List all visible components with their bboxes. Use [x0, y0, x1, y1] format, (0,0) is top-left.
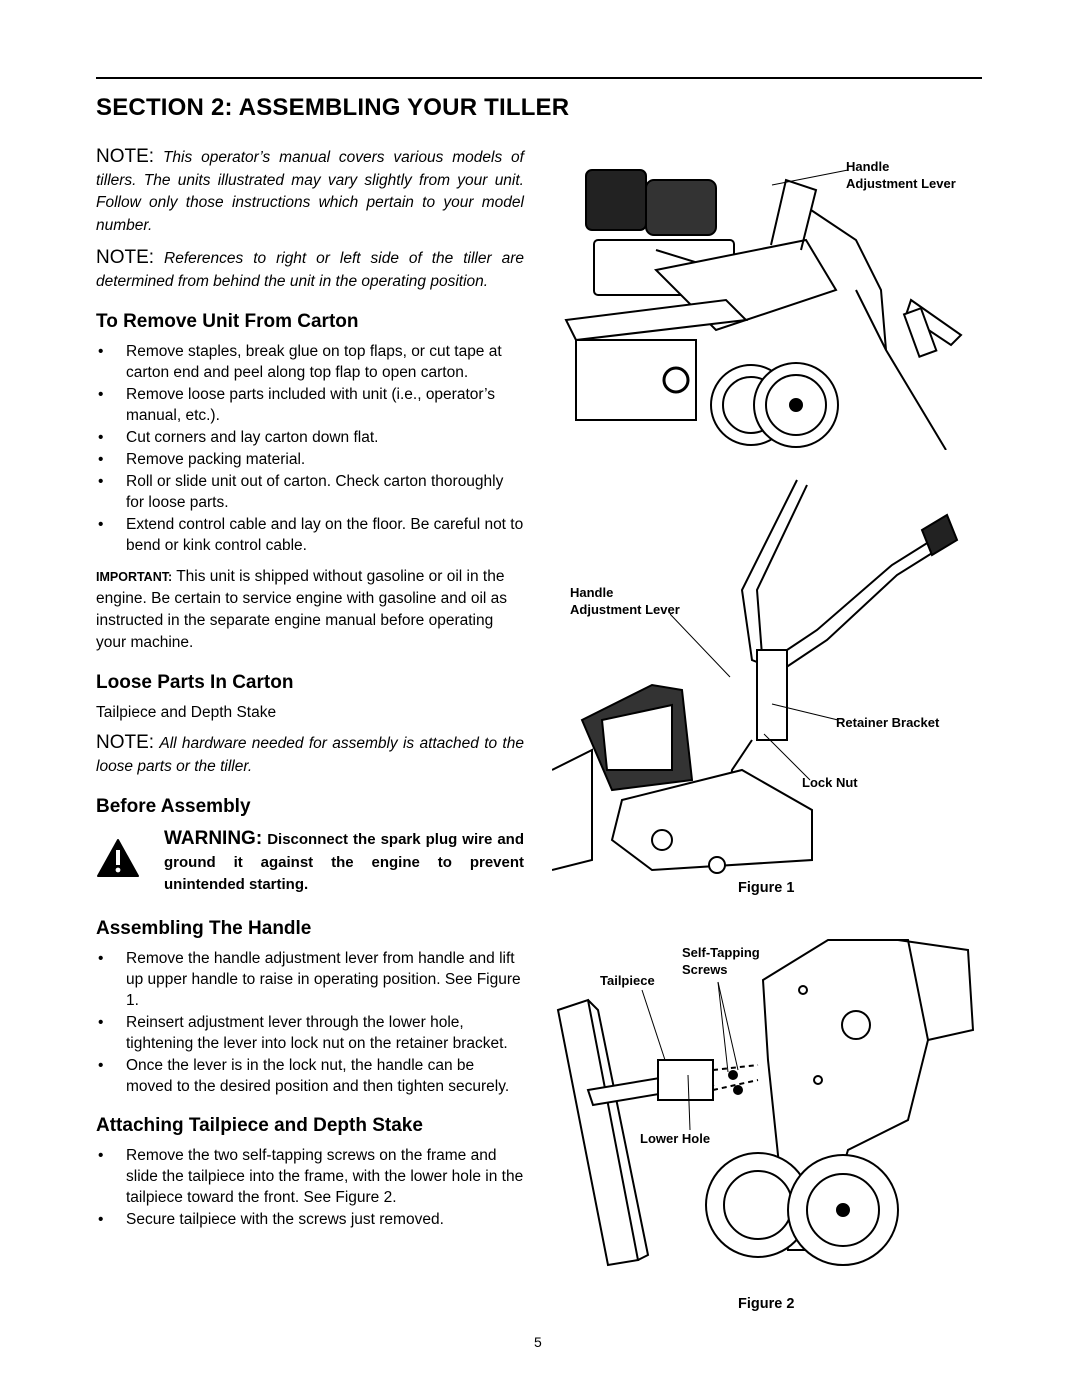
- figure2-caption: Figure 2: [738, 1296, 795, 1312]
- figure1-tiller-handle-illustration: [552, 479, 959, 874]
- left-column: NOTE: This operator’s manual covers vari…: [96, 146, 524, 1231]
- fig1-leader-top: [771, 169, 849, 186]
- warning-icon: [97, 839, 139, 877]
- fig2-label-tailpiece: Tailpiece: [600, 973, 655, 988]
- list-item: Remove staples, break glue on top flaps,…: [96, 341, 524, 383]
- fig1-leader-locknut: [763, 733, 811, 781]
- fig2-label-lowerhole: Lower Hole: [640, 1131, 711, 1146]
- list-item: Roll or slide unit out of carton. Check …: [96, 471, 524, 513]
- list-item: Secure tailpiece with the screws just re…: [96, 1209, 524, 1230]
- warning-text: WARNING: Disconnect the spark plug wire …: [164, 828, 524, 893]
- note-sides: NOTE: References to right or left side o…: [96, 247, 524, 290]
- important-note: IMPORTANT: This unit is shipped without …: [96, 568, 508, 651]
- fig1-label-locknut: Lock Nut: [802, 775, 858, 790]
- figure1-caption: Figure 1: [738, 880, 795, 896]
- page-number: 5: [534, 1334, 542, 1350]
- list-item: Extend control cable and lay on the floo…: [96, 514, 524, 556]
- list-item: Reinsert adjustment lever through the lo…: [96, 1012, 524, 1054]
- remove-carton-list: Remove staples, break glue on top flaps,…: [96, 341, 524, 556]
- handle-list: Remove the handle adjustment lever from …: [96, 948, 524, 1097]
- section-title: SECTION 2: ASSEMBLING YOUR TILLER: [96, 94, 570, 121]
- fig2-label-selftap: Self-Tapping Screws: [682, 945, 760, 977]
- warning-block: WARNING: Disconnect the spark plug wire …: [96, 828, 524, 900]
- top-rule: [96, 77, 982, 79]
- heading-before-assembly: Before Assembly: [96, 796, 251, 817]
- heading-remove-carton: To Remove Unit From Carton: [96, 311, 359, 332]
- list-item: Once the lever is in the lock nut, the h…: [96, 1055, 524, 1097]
- list-item: Remove the two self-tapping screws on th…: [96, 1145, 524, 1208]
- fig1-label-retainer: Retainer Bracket: [836, 715, 940, 730]
- fig2-leaders: [641, 981, 739, 1131]
- figure1-tiller-top-illustration: [564, 169, 963, 450]
- list-item: Cut corners and lay carton down flat.: [96, 427, 524, 448]
- fig1-label-handle-mid: Handle Adjustment Lever: [570, 585, 680, 617]
- loose-parts-text: Tailpiece and Depth Stake: [96, 704, 277, 721]
- heading-loose-parts: Loose Parts In Carton: [96, 672, 294, 693]
- figure2-tailpiece-illustration: [556, 939, 975, 1267]
- tailpiece-list: Remove the two self-tapping screws on th…: [96, 1145, 524, 1230]
- fig1-leader-mid: [670, 613, 731, 678]
- note-hardware: NOTE: All hardware needed for assembly i…: [96, 732, 524, 775]
- note-models: NOTE: This operator’s manual covers vari…: [96, 146, 524, 234]
- heading-assembling-handle: Assembling The Handle: [96, 918, 312, 939]
- list-item: Remove packing material.: [96, 449, 524, 470]
- list-item: Remove loose parts included with unit (i…: [96, 384, 524, 426]
- fig1-label-handle-top: Handle Adjustment Lever: [846, 159, 956, 191]
- heading-tailpiece: Attaching Tailpiece and Depth Stake: [96, 1115, 423, 1136]
- list-item: Remove the handle adjustment lever from …: [96, 948, 524, 1011]
- fig1-leader-retainer: [771, 703, 839, 721]
